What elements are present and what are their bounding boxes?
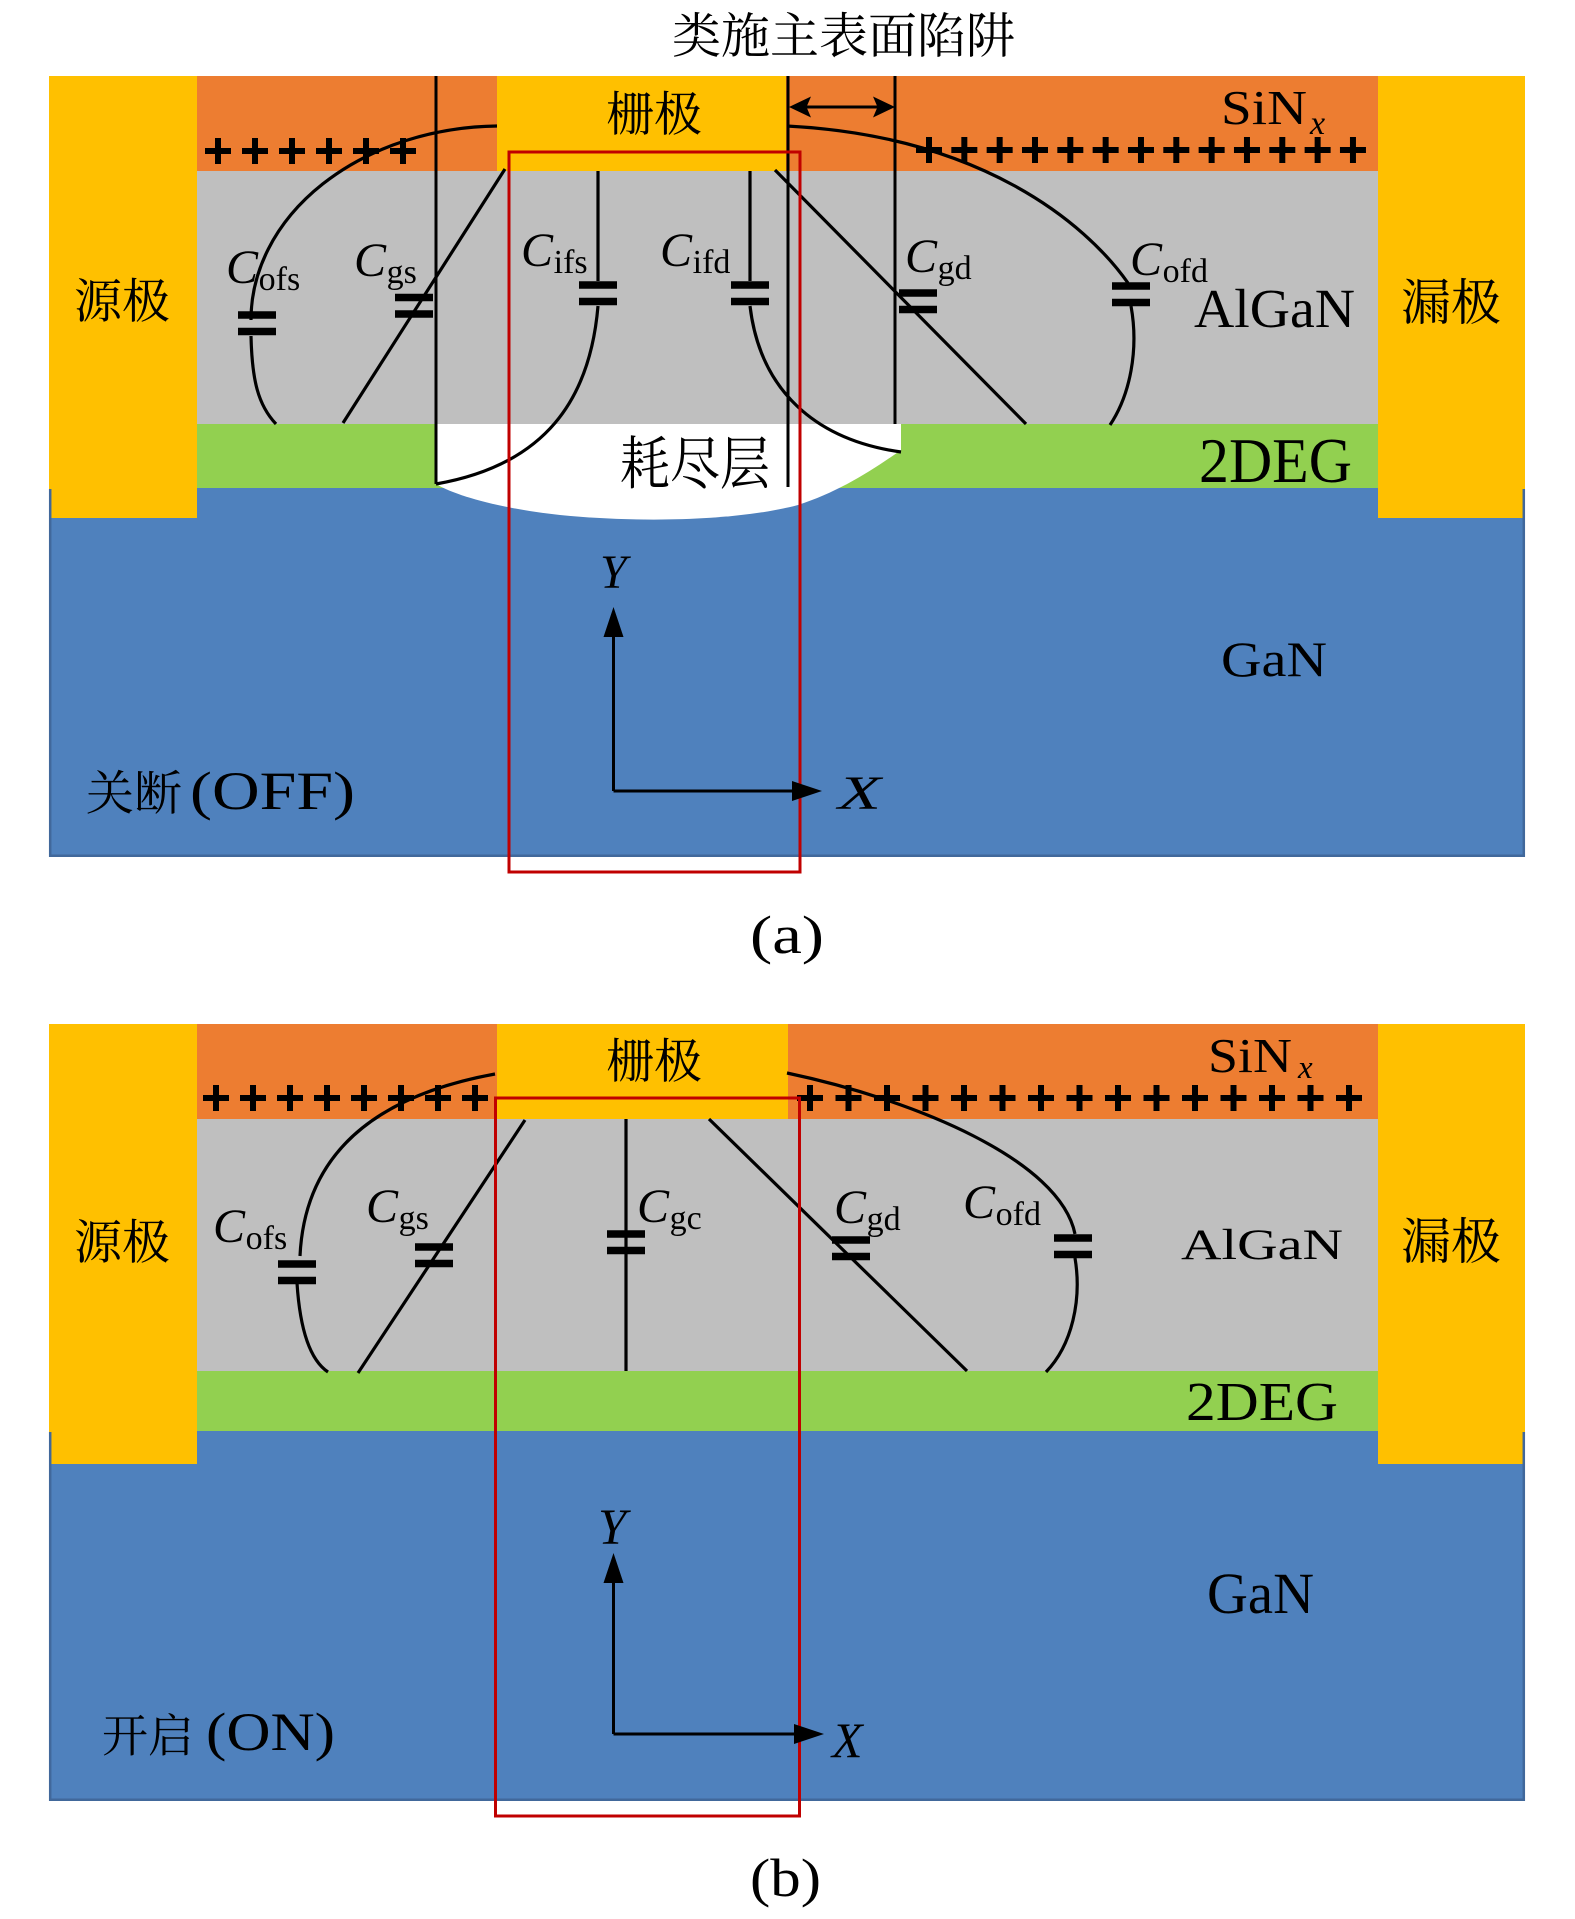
svg-text:x: x (1309, 105, 1325, 142)
svg-text:Y: Y (600, 546, 631, 599)
svg-text:(b): (b) (750, 1848, 821, 1908)
svg-text:C: C (354, 234, 387, 287)
svg-text:C: C (366, 1180, 399, 1233)
svg-text:gd: gd (938, 250, 972, 287)
svg-text:GaN: GaN (1221, 631, 1327, 687)
svg-text:ofd: ofd (1163, 253, 1208, 290)
svg-text:(ON): (ON) (206, 1702, 335, 1762)
svg-text:gs: gs (387, 254, 417, 291)
svg-text:gc: gc (670, 1200, 702, 1237)
svg-text:SiN: SiN (1221, 80, 1307, 135)
svg-text:C: C (521, 224, 554, 277)
svg-text:C: C (834, 1181, 867, 1234)
svg-text:C: C (905, 230, 938, 283)
svg-text:ifd: ifd (693, 244, 731, 281)
svg-text:gd: gd (867, 1201, 901, 1238)
svg-text:ifs: ifs (554, 244, 588, 281)
svg-text:AlGaN: AlGaN (1194, 278, 1355, 339)
svg-text:(OFF): (OFF) (190, 761, 355, 821)
svg-text:2DEG: 2DEG (1199, 426, 1352, 496)
svg-text:X: X (835, 767, 883, 820)
svg-text:C: C (637, 1180, 670, 1233)
svg-text:ofs: ofs (246, 1220, 288, 1257)
svg-text:Y: Y (598, 1500, 631, 1556)
svg-text:ofs: ofs (259, 261, 301, 298)
svg-text:X: X (830, 1712, 865, 1768)
svg-text:AlGaN: AlGaN (1181, 1222, 1343, 1269)
svg-text:GaN: GaN (1207, 1561, 1314, 1626)
svg-text:2DEG: 2DEG (1186, 1371, 1338, 1432)
svg-text:x: x (1297, 1050, 1313, 1086)
svg-text:C: C (226, 241, 259, 294)
svg-text:SiN: SiN (1208, 1028, 1292, 1083)
svg-text:C: C (963, 1176, 996, 1229)
svg-text:C: C (660, 224, 693, 277)
svg-text:C: C (1130, 233, 1163, 286)
svg-text:C: C (213, 1200, 246, 1253)
svg-text:gs: gs (399, 1200, 429, 1237)
svg-text:(a): (a) (750, 905, 824, 965)
svg-text:ofd: ofd (996, 1196, 1041, 1233)
